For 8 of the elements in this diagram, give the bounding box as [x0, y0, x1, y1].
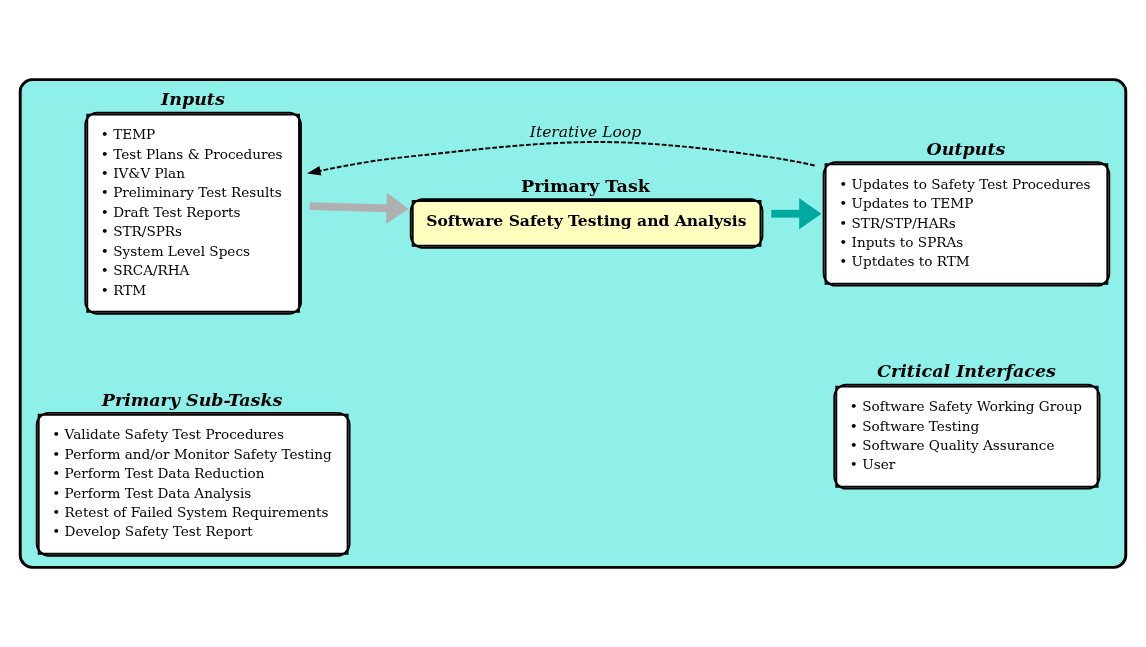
node-label: Primary Sub-Tasks — [101, 389, 283, 410]
edge-label: Iterative Loop — [529, 122, 642, 141]
node-label: Primary Task — [521, 175, 650, 196]
node-label: Inputs — [161, 89, 225, 110]
arrow — [307, 141, 816, 176]
cluster — [18, 78, 1128, 569]
node-label: Critical Interfaces — [877, 361, 1056, 382]
node-label: Outputs — [926, 138, 1006, 159]
